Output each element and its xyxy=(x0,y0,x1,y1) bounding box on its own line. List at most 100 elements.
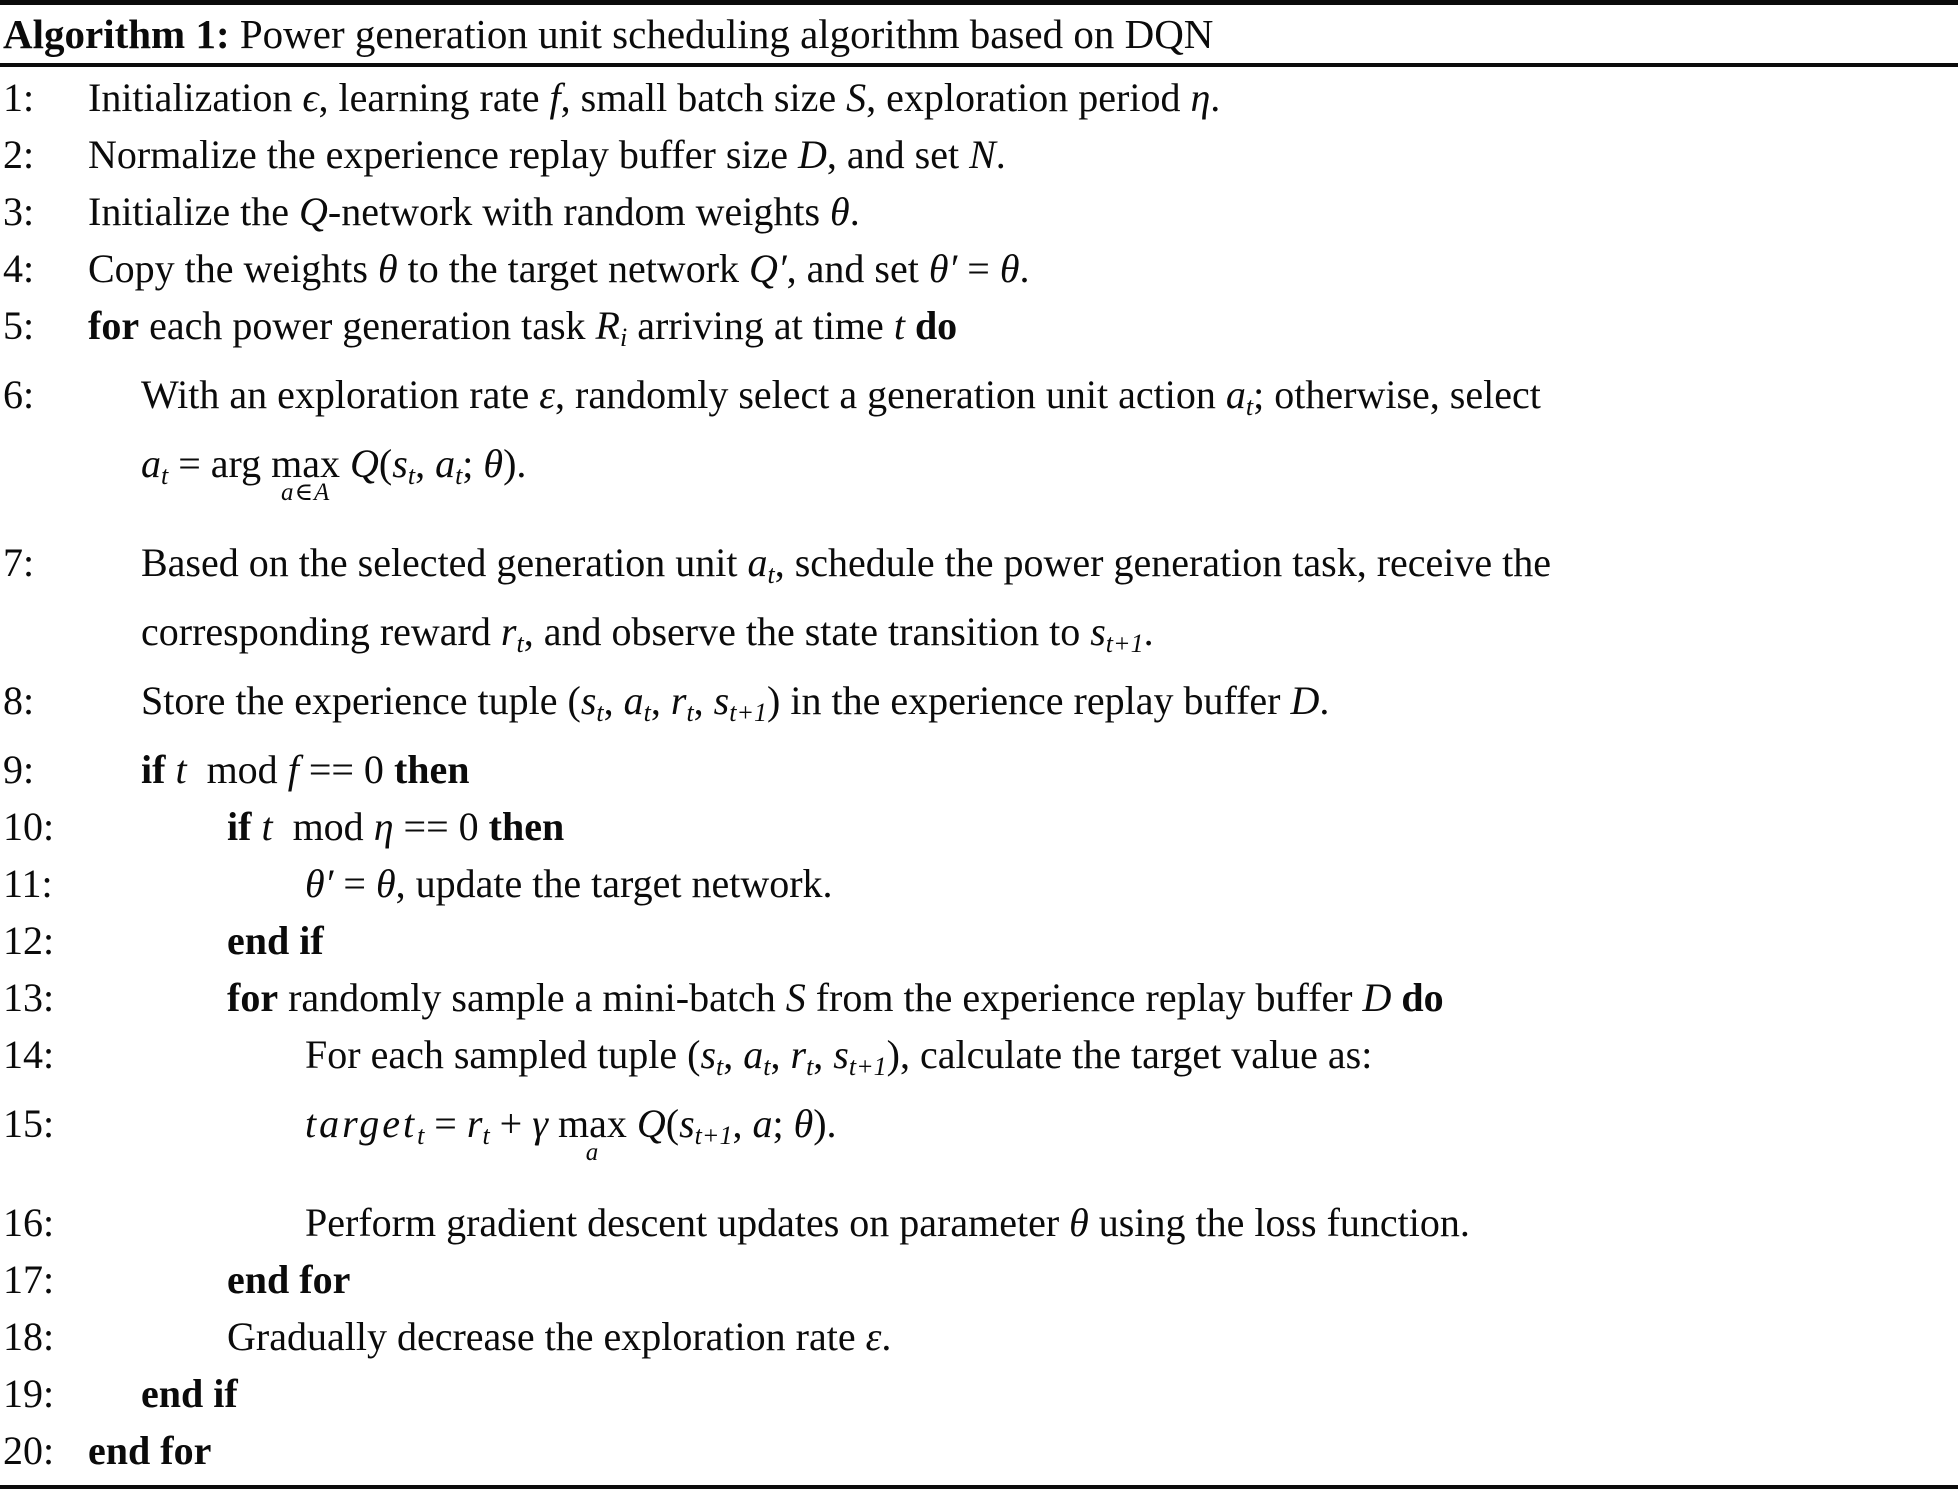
seg: θ xyxy=(830,189,850,234)
seg: = arg xyxy=(168,441,272,486)
algorithm-line-1: 1:Initialization ϵ, learning rate f, sma… xyxy=(0,69,1958,126)
algorithm-line-9: 9:if t mod f == 0 then xyxy=(0,741,1958,798)
seg: D xyxy=(1290,678,1320,723)
seg: θ xyxy=(1069,1200,1089,1245)
line-number: 12: xyxy=(3,918,55,963)
caption-rule xyxy=(0,63,1958,67)
line-number: 1: xyxy=(3,75,35,120)
algorithm-line-4: 4:Copy the weights θ to the target netwo… xyxy=(0,240,1958,297)
algorithm-line-11: 11:θ′ = θ, update the target network. xyxy=(0,855,1958,912)
algorithm-line-17: 17:end for xyxy=(0,1251,1958,1308)
underscript-label: a∈A xyxy=(280,479,331,506)
seg: ), calculate the target value as: xyxy=(886,1032,1373,1077)
seg: Q′ xyxy=(749,246,787,291)
seg: t+1 xyxy=(694,1121,733,1150)
seg: s xyxy=(833,1032,849,1077)
seg: max xyxy=(271,441,341,486)
seg: ) in the experience replay buffer xyxy=(767,678,1291,723)
seg: t xyxy=(893,303,905,348)
seg: s xyxy=(713,678,730,723)
line-number: 19: xyxy=(3,1371,55,1416)
seg: η xyxy=(373,804,394,849)
seg: Gradually decrease the exploration rate xyxy=(227,1314,866,1359)
seg: target xyxy=(305,1101,418,1146)
seg: , small batch size xyxy=(560,75,847,120)
line-number: 20: xyxy=(3,1428,55,1473)
seg: arriving at time xyxy=(627,303,894,348)
seg: η xyxy=(1190,75,1211,120)
seg: R xyxy=(595,303,620,348)
seg: ; xyxy=(772,1101,794,1146)
seg: a xyxy=(1225,372,1246,417)
seg: = xyxy=(424,1101,467,1146)
seg: , xyxy=(732,1101,753,1146)
seg: s xyxy=(580,678,597,723)
seg: a xyxy=(623,678,644,723)
seg: + xyxy=(489,1101,533,1146)
algorithm-line-8: 8:Store the experience tuple (st, at, rt… xyxy=(0,672,1958,741)
seg: , schedule the power generation task, re… xyxy=(774,540,1552,585)
seg: t xyxy=(716,1052,724,1081)
algorithm-line-13: 13:for randomly sample a mini-batch S fr… xyxy=(0,969,1958,1026)
algorithm-title: Power generation unit scheduling algorit… xyxy=(229,11,1214,57)
seg: S xyxy=(785,975,806,1020)
seg: θ xyxy=(999,246,1020,291)
seg: θ xyxy=(375,861,396,906)
seg: Initialize the xyxy=(88,189,300,234)
seg: a xyxy=(141,441,161,486)
seg: -network with random weights xyxy=(327,189,831,234)
seg: mod xyxy=(186,747,288,792)
seg: end if xyxy=(141,1371,238,1416)
seg xyxy=(1391,975,1401,1020)
seg: mod xyxy=(272,804,374,849)
seg: from the experience replay buffer xyxy=(805,975,1363,1020)
seg: N xyxy=(969,132,996,177)
seg: r xyxy=(466,1101,483,1146)
seg: t xyxy=(767,560,775,589)
line-number: 17: xyxy=(3,1257,55,1302)
seg: . xyxy=(881,1314,892,1359)
seg: = xyxy=(333,861,376,906)
seg: , update the target network. xyxy=(395,861,833,906)
algorithm-line-14: 14:For each sampled tuple (st, at, rt, s… xyxy=(0,1026,1958,1095)
line-number: 6: xyxy=(3,372,35,417)
seg xyxy=(905,303,915,348)
seg: , xyxy=(693,678,714,723)
seg: end if xyxy=(227,918,324,963)
seg: , and set xyxy=(786,246,929,291)
seg: . xyxy=(1019,246,1030,291)
line-number: 10: xyxy=(3,804,55,849)
bottom-rule xyxy=(0,1485,1958,1489)
top-rule xyxy=(0,0,1958,5)
algorithm-line-6: 6:With an exploration rate ε, randomly s… xyxy=(0,366,1958,435)
seg: t xyxy=(175,747,187,792)
seg: a xyxy=(752,1101,773,1146)
seg: t xyxy=(686,698,694,727)
seg: θ′ xyxy=(928,246,958,291)
seg: t xyxy=(1245,392,1254,421)
seg: . xyxy=(1210,75,1221,120)
seg: t xyxy=(407,461,416,490)
algorithm-line-3: 3: Initialize the Q-network with random w… xyxy=(0,183,1958,240)
seg: do xyxy=(914,303,958,348)
seg: . xyxy=(1143,609,1154,654)
line-number: 3: xyxy=(3,189,35,234)
algorithm-line-5: 5:for each power generation task Ri arri… xyxy=(0,297,1958,366)
seg: γ xyxy=(532,1101,548,1146)
line-number: 8: xyxy=(3,678,35,723)
seg: ( xyxy=(665,1101,680,1146)
seg: , xyxy=(770,1032,791,1077)
seg: for xyxy=(88,303,140,348)
line-number: 11: xyxy=(3,861,53,906)
algorithm-line-16: 16:Perform gradient descent updates on p… xyxy=(0,1194,1958,1251)
seg: t+1 xyxy=(729,698,768,727)
seg: For each sampled tuple ( xyxy=(305,1032,701,1077)
seg: Q xyxy=(299,189,328,234)
seg: t xyxy=(417,1121,425,1150)
line-number: 14: xyxy=(3,1032,55,1077)
seg: = xyxy=(957,246,1000,291)
